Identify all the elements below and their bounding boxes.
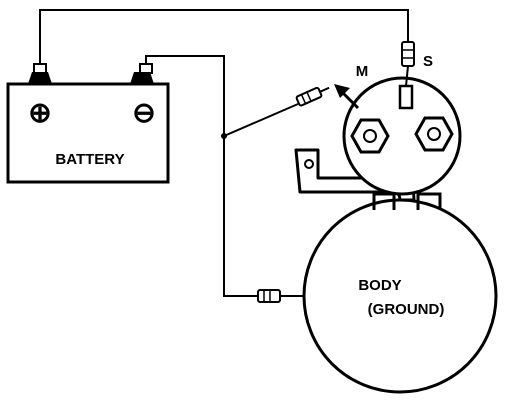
m-terminal-nut bbox=[350, 118, 390, 154]
body-label: BODY bbox=[358, 277, 401, 294]
wire-junction-dot bbox=[221, 133, 227, 139]
battery-positive-post bbox=[28, 72, 52, 84]
b-terminal-nut bbox=[414, 116, 454, 152]
battery-label: BATTERY bbox=[55, 151, 124, 168]
m-terminal-test-lead bbox=[295, 86, 330, 107]
wire-junction-to-m-lead bbox=[223, 103, 299, 137]
battery: ⊕ ⊖ BATTERY bbox=[6, 63, 170, 184]
wire-negative-to-ground bbox=[145, 55, 258, 297]
s-terminal-label: S bbox=[423, 53, 433, 70]
battery-positive-symbol: ⊕ bbox=[28, 97, 51, 128]
solenoid-cap bbox=[342, 76, 462, 196]
m-terminal-arrow bbox=[334, 84, 360, 110]
solenoid bbox=[294, 76, 462, 210]
battery-case bbox=[6, 82, 170, 184]
ground-label: (GROUND) bbox=[368, 301, 445, 318]
starter-body-circle bbox=[302, 198, 498, 394]
ground-clip bbox=[257, 289, 304, 303]
solenoid-mount bbox=[372, 192, 442, 210]
starter-body: BODY (GROUND) bbox=[302, 198, 498, 394]
s-terminal-spade bbox=[398, 84, 414, 110]
s-terminal-connector bbox=[401, 41, 415, 87]
battery-negative-post bbox=[130, 72, 154, 84]
m-terminal-label: M bbox=[356, 63, 369, 80]
battery-negative-symbol: ⊖ bbox=[132, 97, 155, 128]
wire-positive-to-s-terminal bbox=[39, 9, 409, 70]
